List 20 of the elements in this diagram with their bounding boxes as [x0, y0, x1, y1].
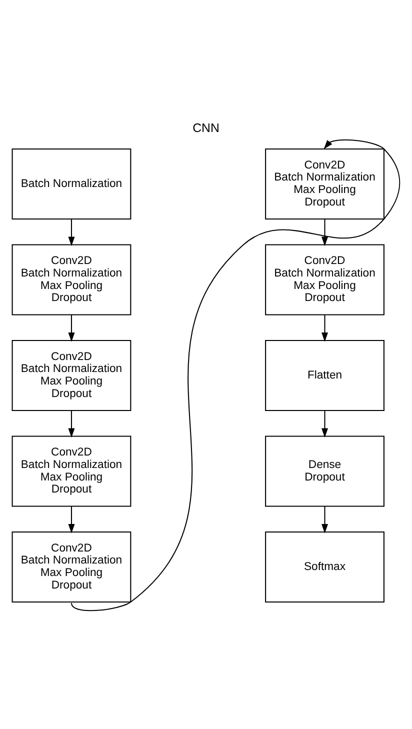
- node-box: Softmax: [265, 532, 384, 603]
- node-box: Dense Dropout: [265, 436, 384, 507]
- node-box: Batch Normalization: [12, 148, 132, 220]
- diagram-title: CNN: [192, 121, 220, 136]
- node-box: Conv2D Batch Normalization Max Pooling Dropout: [12, 436, 132, 507]
- node-box: Conv2D Batch Normalization Max Pooling Dropout: [12, 532, 132, 603]
- node-box: Conv2D Batch Normalization Max Pooling Dropout: [12, 340, 132, 412]
- arrow: [68, 410, 75, 438]
- arrow: [68, 314, 75, 342]
- node-box: Flatten: [265, 340, 384, 412]
- node-box: Conv2D Batch Normalization Max Pooling Dropout: [265, 244, 384, 316]
- arrow: [322, 314, 328, 342]
- node-box: Conv2D Batch Normalization Max Pooling Dropout: [12, 244, 132, 316]
- arrow: [71, 139, 400, 612]
- arrow: [68, 219, 75, 246]
- arrow: [68, 506, 75, 534]
- arrow: [322, 506, 328, 534]
- arrow: [322, 410, 328, 438]
- arrow: [322, 219, 328, 246]
- node-box: Conv2D Batch Normalization Max Pooling Dropout: [265, 148, 384, 220]
